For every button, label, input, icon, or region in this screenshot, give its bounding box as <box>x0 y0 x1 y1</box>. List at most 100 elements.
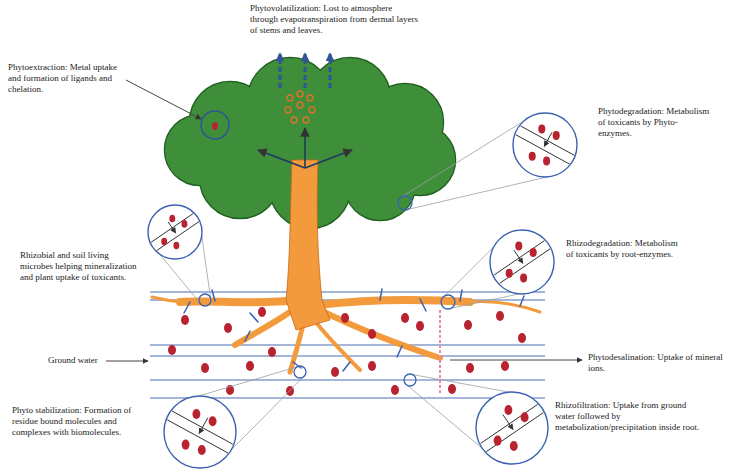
toxicant-dot <box>494 436 502 446</box>
annotation-label: Rhizodegradation: Metabolism of toxicant… <box>566 238 686 260</box>
uptake-arrow <box>168 222 176 233</box>
volatile-drop <box>307 95 313 101</box>
leader-lines <box>106 80 582 361</box>
volatile-drop <box>309 107 315 113</box>
toxicant-dot <box>258 307 266 317</box>
volatile-drop <box>303 117 309 123</box>
canopy-outline <box>165 115 235 185</box>
transport-arrow <box>258 150 305 168</box>
uptake-arrow <box>199 418 208 434</box>
annotation-label: Phytoextraction: Metal uptake and format… <box>8 62 123 94</box>
root <box>152 297 182 302</box>
inset-circle <box>476 392 548 464</box>
volatile-drop <box>297 102 303 108</box>
annotation-label: Rhizobial and soil living microbes helpi… <box>20 250 142 282</box>
trunk <box>286 160 330 330</box>
toxicant-dot <box>341 313 349 323</box>
annotation-label: Rhizofiltration: Uptake from ground wate… <box>555 400 705 432</box>
toxicant-dot <box>168 345 176 355</box>
root-hair <box>420 299 426 311</box>
cell-wall <box>500 249 551 284</box>
uptake-arrow <box>514 250 523 263</box>
toxicant-dot <box>401 313 409 323</box>
canopy <box>305 85 415 195</box>
spot-circle <box>398 196 412 210</box>
toxicant-dot <box>209 416 217 426</box>
toxicant-dot <box>521 412 529 422</box>
root-hair <box>380 289 382 300</box>
spot-circle <box>199 294 211 306</box>
tree <box>165 54 455 330</box>
magnifier-line <box>408 175 558 210</box>
annotation-label: Phyto stabilization: Formation of residu… <box>12 405 154 437</box>
annotation-label: Phytovolatilization: Lost to atmosphere … <box>250 3 420 35</box>
toxicant-dot <box>246 361 254 371</box>
toxicant-dot <box>391 385 399 395</box>
toxicant-dot <box>448 384 456 394</box>
annotation-label: Ground water <box>48 355 98 366</box>
cell-wall <box>157 222 199 251</box>
toxicant-dot <box>520 274 527 283</box>
inset-circle <box>490 230 554 294</box>
soil-layer-line <box>150 379 545 380</box>
root-hair <box>184 302 190 313</box>
volatilization-arrow <box>329 54 332 88</box>
volatile-drop <box>285 107 291 113</box>
extraction-circle <box>201 111 229 139</box>
toxicant-dot <box>368 361 376 371</box>
inset-circle <box>148 205 202 259</box>
toxicant-dot <box>529 152 536 161</box>
metal-dot <box>212 122 218 130</box>
toxicant-dot <box>181 315 189 325</box>
volatilization-arrow <box>304 54 307 88</box>
roots <box>152 289 540 396</box>
soil-layer-line <box>150 344 545 345</box>
root-hair <box>245 331 250 341</box>
desalination-path <box>439 310 441 395</box>
transport-arrow <box>305 150 352 168</box>
toxicant-dot <box>553 131 560 140</box>
uptake-arrow <box>503 415 513 430</box>
root-hair <box>250 313 258 322</box>
toxicant-dot <box>504 405 512 415</box>
volatilization-arrow <box>279 54 282 88</box>
magnifier-line <box>402 115 532 196</box>
canopy <box>165 115 235 185</box>
spot-circle <box>294 366 306 378</box>
inset-circle <box>164 396 236 468</box>
toxicant-dot <box>530 248 537 257</box>
toxicant-dot <box>538 125 545 134</box>
toxicant-dot <box>501 361 509 371</box>
root <box>320 310 440 358</box>
toxicant-dot <box>268 347 276 357</box>
toxicant-dot <box>201 363 209 373</box>
magnified-insets <box>148 113 577 468</box>
toxicant-dot <box>161 238 167 246</box>
root-hair <box>212 290 215 301</box>
root-hair <box>460 290 462 301</box>
cell-wall <box>521 126 575 155</box>
toxicant-dot <box>515 242 522 251</box>
toxicant-dot <box>543 157 550 166</box>
leader-arrow <box>126 80 201 119</box>
toxicant-dot <box>173 242 179 250</box>
toxicant-dot <box>518 333 526 343</box>
toxicant-dot <box>331 367 339 377</box>
leader-arrow <box>450 360 582 361</box>
root <box>470 302 540 312</box>
toxicant-dot <box>198 445 206 455</box>
transport-arrow <box>304 128 306 168</box>
toxicant-dot <box>224 323 232 333</box>
root <box>318 300 470 305</box>
cell-wall <box>167 420 228 453</box>
volatile-drop <box>291 117 297 123</box>
volatile-drop <box>297 91 303 97</box>
root-hair <box>397 346 402 357</box>
uptake-arrow <box>544 132 552 146</box>
root <box>314 320 360 370</box>
volatile-drop <box>287 95 293 101</box>
annotation-label: Phytodesalination: Uptake of mineral ion… <box>588 352 738 374</box>
toxicant-dot <box>506 269 513 278</box>
toxicant-dot <box>169 215 175 223</box>
